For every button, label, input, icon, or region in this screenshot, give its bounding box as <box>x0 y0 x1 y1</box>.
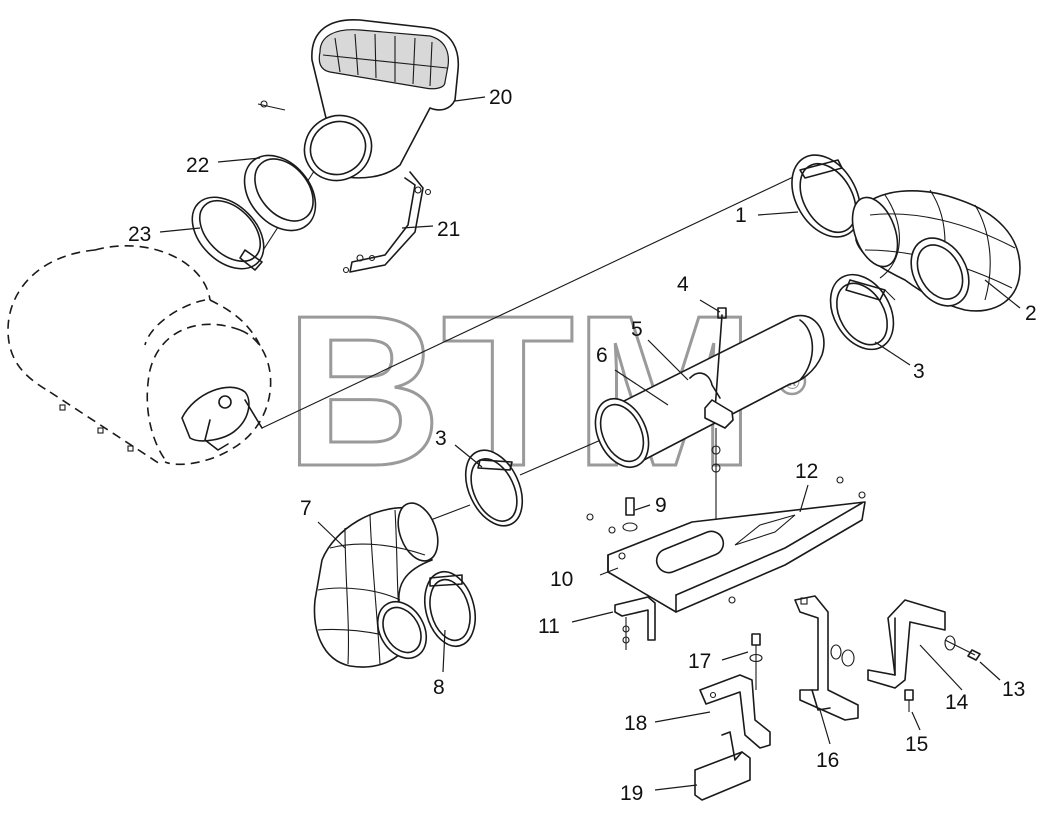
callout-5: 5 <box>631 318 643 341</box>
callout-6: 6 <box>596 344 608 367</box>
leader-lines <box>159 96 1021 791</box>
plate-fasteners <box>586 476 866 534</box>
bracket-14 <box>867 599 946 689</box>
callout-12: 12 <box>795 460 818 483</box>
callout-15: 15 <box>905 733 928 756</box>
clamp-middle-left <box>464 449 524 527</box>
callout-3-lower: 3 <box>435 427 447 450</box>
callout-2: 2 <box>1025 302 1037 325</box>
bracket-11 <box>614 596 656 650</box>
callout-20: 20 <box>489 86 512 109</box>
callout-8: 8 <box>433 676 445 699</box>
callout-16: 16 <box>816 749 839 772</box>
callout-19: 19 <box>620 782 643 805</box>
callout-14: 14 <box>945 691 969 714</box>
callout-10: 10 <box>550 568 573 591</box>
air-cleaner-housing <box>7 245 272 466</box>
bolt-13 <box>944 635 981 661</box>
support-plate <box>607 501 866 613</box>
callout-labels: 1 2 3 3 4 5 6 7 8 9 10 11 12 13 14 15 16… <box>128 86 1037 805</box>
callout-4: 4 <box>677 273 689 296</box>
clamp-lower <box>424 570 476 648</box>
bolt-17 <box>749 633 763 690</box>
callout-18: 18 <box>624 712 647 735</box>
callout-13: 13 <box>1002 678 1025 701</box>
callout-9: 9 <box>655 494 667 517</box>
support-strap <box>342 171 432 274</box>
callout-11: 11 <box>538 615 560 638</box>
bolt-15 <box>904 689 914 712</box>
clamp-middle-right <box>829 273 895 351</box>
upper-clamps <box>191 100 317 271</box>
callout-21: 21 <box>437 218 460 241</box>
bolt-and-saddle <box>704 307 734 520</box>
callout-1: 1 <box>735 204 747 227</box>
callout-17: 17 <box>688 650 711 673</box>
callout-23: 23 <box>128 223 151 246</box>
elbow-hose-lower <box>313 502 439 668</box>
bracket-16 <box>794 595 859 721</box>
clamp-upper-right <box>791 154 861 238</box>
bracket-19 <box>694 731 751 801</box>
elbow-hose-upper <box>851 189 1021 312</box>
air-intake-cap <box>303 19 460 182</box>
callout-22: 22 <box>186 154 209 177</box>
callout-7: 7 <box>300 497 312 520</box>
callout-3-upper: 3 <box>913 360 925 383</box>
bracket-18 <box>699 674 771 749</box>
